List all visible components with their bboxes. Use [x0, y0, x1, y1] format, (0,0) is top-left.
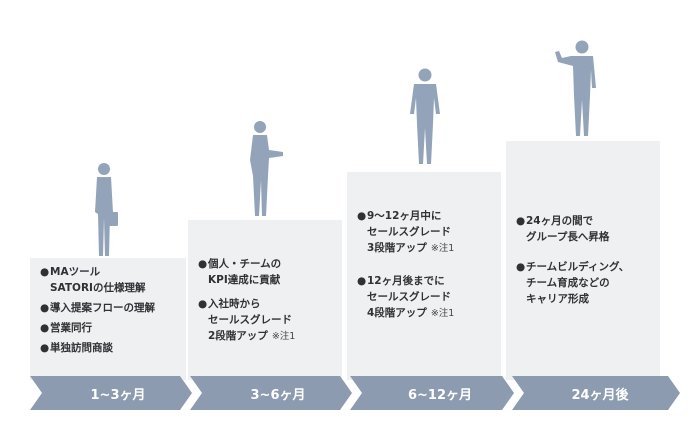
person-standing-icon — [410, 68, 440, 164]
step-box-1: ●MAツール SATORIの仕様理解 ●導入提案フローの理解 ●営業同行 ●単独… — [30, 258, 186, 380]
period-label-2: 3~6ヶ月 — [250, 388, 306, 403]
person-with-briefcase-icon — [95, 163, 118, 256]
list-item: ●9～12ヶ月中に セールスグレード 3段階アップ※注1 — [357, 210, 455, 254]
step-box-4: ●24ヶ月の間で グループ長へ昇格 ●チームビルディング、 チーム育成などの キ… — [506, 141, 660, 380]
step-3-content: ●9～12ヶ月中に セールスグレード 3段階アップ※注1 ●12ヶ月後までに セ… — [357, 208, 493, 322]
list-item: ●営業同行 — [40, 322, 92, 334]
footnote-mark: ※注1 — [271, 331, 296, 342]
list-item: ●12ヶ月後までに セールスグレード 4段階アップ※注1 — [357, 275, 455, 319]
period-label-3: 6~12ヶ月 — [407, 388, 473, 403]
step-4-content: ●24ヶ月の間で グループ長へ昇格 ●チームビルディング、 チーム育成などの キ… — [516, 213, 652, 307]
person-pointing-icon — [555, 40, 596, 136]
chevron-4 — [512, 376, 680, 410]
step-1-content: ●MAツール SATORIの仕様理解 ●導入提案フローの理解 ●営業同行 ●単独… — [40, 264, 178, 356]
person-presenting-icon — [250, 121, 283, 216]
list-item: ●導入提案フローの理解 — [40, 302, 155, 314]
list-item: ●MAツール SATORIの仕様理解 — [40, 266, 146, 294]
chevron-1 — [30, 376, 192, 410]
step-box-2: ●個人・チームの KPI達成に貢献 ●入社時から セールスグレード 2段階アップ… — [188, 220, 342, 380]
list-item: ●入社時から セールスグレード 2段階アップ※注1 — [198, 298, 296, 342]
period-label-1: 1~3ヶ月 — [90, 388, 146, 403]
list-item: ●個人・チームの KPI達成に貢献 — [198, 258, 282, 286]
step-2-content: ●個人・チームの KPI達成に貢献 ●入社時から セールスグレード 2段階アップ… — [198, 256, 334, 345]
list-item: ●24ヶ月の間で グループ長へ昇格 — [516, 215, 610, 243]
chevron-3 — [350, 376, 514, 410]
step-box-3: ●9～12ヶ月中に セールスグレード 3段階アップ※注1 ●12ヶ月後までに セ… — [347, 172, 501, 380]
list-item: ●チームビルディング、 チーム育成などの キャリア形成 — [516, 261, 630, 305]
chevron-2 — [190, 376, 352, 410]
period-label-4: 24ヶ月後 — [571, 388, 629, 403]
footnote-mark: ※注1 — [430, 308, 455, 319]
timeline-arrow-band — [30, 376, 680, 410]
list-item: ●単独訪問商談 — [40, 342, 113, 354]
footnote-mark: ※注1 — [430, 243, 455, 254]
